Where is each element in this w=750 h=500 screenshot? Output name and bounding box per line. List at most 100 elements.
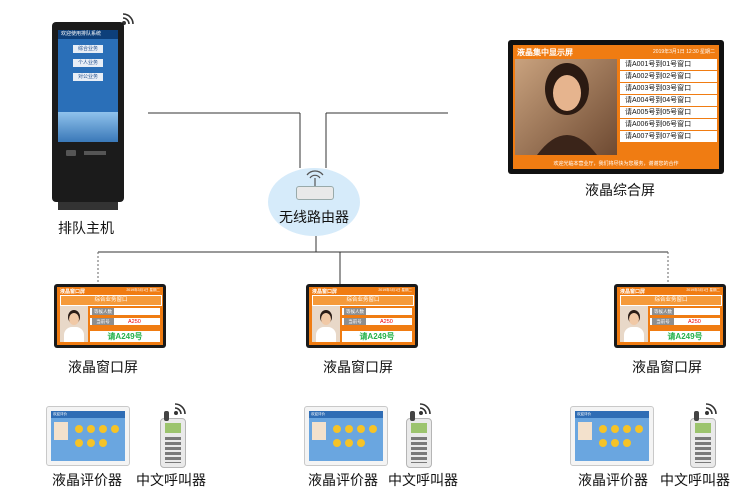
staff-photo: [620, 306, 648, 342]
window-screen-label: 液晶窗口屏: [68, 359, 138, 375]
waiting-row: 等候人数: [342, 308, 412, 315]
staff-photo: [578, 422, 592, 440]
smiley-icon: [611, 425, 619, 433]
kiosk-screen: 欢迎使用排队系统 综合业务 个人业务 对公业务: [58, 30, 118, 142]
wifi-icon: [704, 403, 717, 415]
pager-label: 中文呼叫器: [136, 472, 206, 488]
window-screen-label: 液晶窗口屏: [323, 359, 393, 375]
smiley-icon: [87, 425, 95, 433]
number-label: 当前号: [344, 318, 366, 325]
main-screen-label: 液晶综合屏: [585, 182, 655, 198]
window-screen-datetime: 2019年3月1日 星期二: [378, 288, 412, 292]
window-screen-title: 液晶窗口屏: [620, 289, 646, 295]
counter-name: 综合业务窗口: [620, 295, 722, 306]
smiley-icon: [99, 439, 107, 447]
calling-number: 请A249号: [342, 331, 412, 342]
call-list: 请A001号到01号窗口 请A002号到02号窗口 请A003号到03号窗口 请…: [620, 59, 717, 143]
evaluator-label: 液晶评价器: [578, 472, 648, 488]
counter-name: 综合业务窗口: [312, 295, 414, 306]
router-icon: [296, 186, 334, 200]
router-antenna-icon: [306, 170, 324, 186]
evaluator-device: 欢迎评价: [46, 406, 130, 466]
smiley-icon: [599, 439, 607, 447]
kiosk-screen-header: 欢迎使用排队系统: [58, 30, 118, 39]
evaluator-label: 液晶评价器: [308, 472, 378, 488]
call-row: 请A004号到04号窗口: [620, 95, 717, 106]
kiosk-label: 排队主机: [58, 220, 114, 236]
current-number: A250: [380, 319, 393, 325]
call-row: 请A002号到02号窗口: [620, 71, 717, 82]
number-row: 当前号 A250: [342, 318, 412, 325]
pager-device: [406, 411, 432, 468]
smiley-icon: [357, 439, 365, 447]
staff-photo: [312, 422, 326, 440]
smiley-icon: [623, 439, 631, 447]
kiosk-button: 个人业务: [73, 59, 103, 67]
evaluator-header: 欢迎评价: [309, 411, 383, 418]
window-screen-title: 液晶窗口屏: [60, 289, 86, 295]
main-lcd-screen: 液晶集中显示屏 2019年3月1日 12:30 星期二 请A001号到01号窗口…: [508, 40, 724, 174]
smiley-icon: [333, 439, 341, 447]
kiosk-button: 对公业务: [73, 73, 103, 81]
call-row: 请A001号到01号窗口: [620, 59, 717, 70]
current-number: A250: [128, 319, 141, 325]
ticket-slot: [84, 151, 106, 155]
staff-photo: [54, 422, 68, 440]
staff-photo: [60, 306, 88, 342]
number-row: 当前号 A250: [90, 318, 160, 325]
calling-number: 请A249号: [650, 331, 720, 342]
smiley-icon: [611, 439, 619, 447]
number-row: 当前号 A250: [650, 318, 720, 325]
smiley-icon: [75, 439, 83, 447]
main-screen-footer: 欢迎光临本营业厅，我们将尽快为您服务，谢谢您的合作: [553, 161, 679, 167]
pager-device: [690, 411, 716, 468]
call-row: 请A003号到03号窗口: [620, 83, 717, 94]
main-screen-title: 液晶集中显示屏: [517, 48, 573, 57]
router-cloud: [268, 168, 360, 236]
kiosk-body: 欢迎使用排队系统 综合业务 个人业务 对公业务: [52, 22, 124, 202]
call-row: 请A005号到05号窗口: [620, 107, 717, 118]
window-screen-datetime: 2019年3月1日 星期二: [686, 288, 720, 292]
window-screen-title: 液晶窗口屏: [312, 289, 338, 295]
smiley-icon: [75, 425, 83, 433]
card-slot: [66, 150, 76, 156]
wifi-icon: [418, 403, 431, 415]
wifi-icon: [174, 403, 186, 415]
main-screen-datetime: 2019年3月1日 12:30 星期二: [653, 49, 715, 55]
promo-photo: [515, 59, 617, 155]
smiley-icon: [345, 425, 353, 433]
pager-label: 中文呼叫器: [660, 472, 730, 488]
window-screen-label: 液晶窗口屏: [632, 359, 702, 375]
number-label: 当前号: [652, 318, 674, 325]
call-row: 请A007号到07号窗口: [620, 131, 717, 142]
number-label: 当前号: [92, 318, 114, 325]
call-row: 请A006号到06号窗口: [620, 119, 717, 130]
waiting-label: 等候人数: [92, 308, 114, 315]
router-label: 无线路由器: [279, 209, 349, 225]
smiley-icon: [111, 425, 119, 433]
waiting-label: 等候人数: [344, 308, 366, 315]
window-screen-datetime: 2019年3月1日 星期二: [126, 288, 160, 292]
smiley-icon: [623, 425, 631, 433]
evaluator-device: 欢迎评价: [570, 406, 654, 466]
waiting-label: 等候人数: [652, 308, 674, 315]
pager-device: [160, 411, 186, 468]
evaluator-header: 欢迎评价: [51, 411, 125, 418]
current-number: A250: [688, 319, 701, 325]
staff-photo: [312, 306, 340, 342]
smiley-icon: [345, 439, 353, 447]
smiley-icon: [357, 425, 365, 433]
counter-name: 综合业务窗口: [60, 295, 162, 306]
smiley-icon: [635, 425, 643, 433]
evaluator-label: 液晶评价器: [52, 472, 122, 488]
kiosk-city-image: [58, 112, 118, 142]
waiting-row: 等候人数: [90, 308, 160, 315]
queue-kiosk: 欢迎使用排队系统 综合业务 个人业务 对公业务: [52, 22, 124, 210]
evaluator-device: 欢迎评价: [304, 406, 388, 466]
calling-number: 请A249号: [90, 331, 160, 342]
pager-label: 中文呼叫器: [388, 472, 458, 488]
